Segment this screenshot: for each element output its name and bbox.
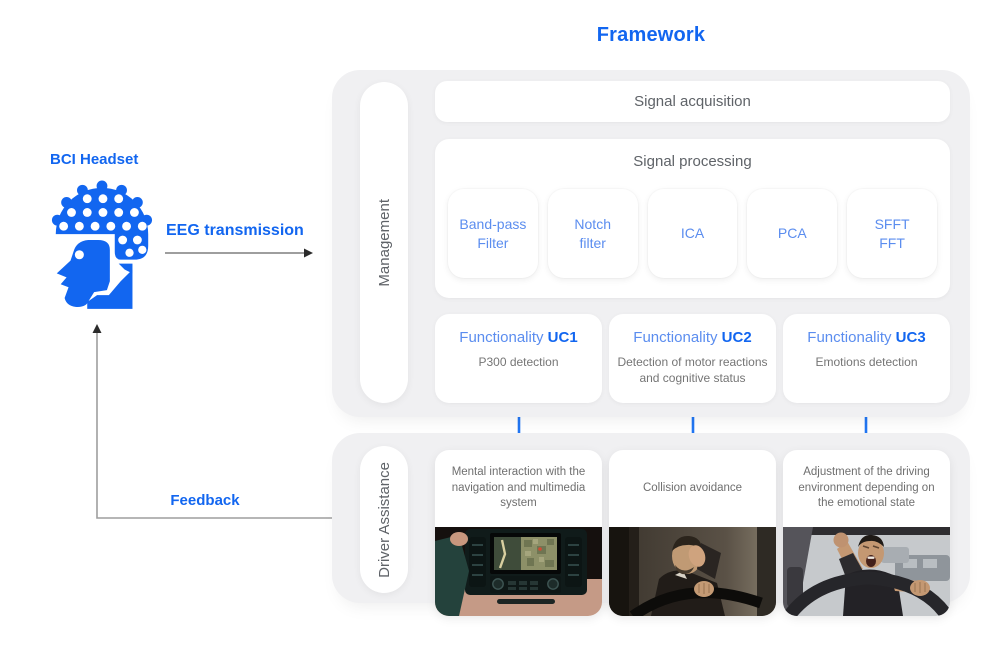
functionality-uc1-prefix: Functionality	[459, 329, 548, 346]
bci-headset-icon	[51, 180, 153, 309]
bci-headset-label: BCI Headset	[50, 151, 139, 168]
functionality-uc2-title: Functionality UC2	[609, 329, 776, 346]
eeg-transmission-arrow	[165, 248, 313, 258]
functionality-uc3-box: Functionality UC3 Emotions detection	[783, 314, 950, 403]
assistance-card-emotion-description: Adjustment of the driving environment de…	[798, 466, 935, 510]
driver-assistance-cards: Mental interaction with the navigation a…	[435, 450, 950, 616]
management-label: Management	[375, 198, 393, 287]
assistance-card-navigation-description: Mental interaction with the navigation a…	[451, 466, 586, 510]
pca-box: PCA	[747, 189, 838, 278]
functionality-uc2-code: UC2	[721, 329, 752, 346]
driver-assistance-pill: Driver Assistance	[360, 446, 408, 593]
functionality-uc1-title: Functionality UC1	[435, 329, 602, 346]
functionality-uc3-description: Emotions detection	[815, 355, 918, 369]
ica-box: ICA	[647, 189, 738, 278]
angry-driver-photo	[783, 527, 950, 616]
feedback-arrow	[92, 324, 332, 519]
functionality-uc2-description: Detection of motor reactions and cogniti…	[617, 355, 768, 385]
management-section: Management Signal acquisition Signal pro…	[332, 70, 970, 417]
car-dashboard-navigation-photo	[435, 527, 602, 616]
tired-driver-photo	[609, 527, 776, 616]
assistance-card-emotion: Adjustment of the driving environment de…	[783, 450, 950, 616]
signal-processing-box: Signal processing Band-pass Filter Notch…	[435, 139, 950, 298]
eeg-transmission-label: EEG transmission	[166, 222, 304, 239]
notch-filter-box: Notch filter	[547, 189, 638, 278]
management-pill: Management	[360, 82, 408, 403]
functionality-uc2-box: Functionality UC2 Detection of motor rea…	[609, 314, 776, 403]
functionality-uc3-prefix: Functionality	[807, 329, 896, 346]
assistance-card-navigation: Mental interaction with the navigation a…	[435, 450, 602, 616]
functionality-uc1-box: Functionality UC1 P300 detection	[435, 314, 602, 403]
band-pass-filter-box: Band-pass Filter	[448, 189, 538, 278]
functionality-uc2-prefix: Functionality	[633, 329, 722, 346]
functionality-uc1-description: P300 detection	[478, 355, 559, 369]
signal-acquisition-box: Signal acquisition	[435, 81, 950, 122]
driver-assistance-label: Driver Assistance	[375, 461, 393, 578]
signal-processing-title: Signal processing	[633, 153, 752, 170]
functionality-row: Functionality UC1 P300 detection Functio…	[435, 314, 950, 403]
sfft-fft-box: SFFT FFT	[847, 189, 937, 278]
feedback-label: Feedback	[170, 492, 240, 509]
assistance-card-collision-description: Collision avoidance	[642, 481, 743, 494]
functionality-uc1-code: UC1	[547, 329, 578, 346]
assistance-card-collision: Collision avoidance	[609, 450, 776, 616]
filters-row: Band-pass Filter Notch filter ICA PCA SF…	[435, 189, 950, 278]
functionality-uc3-code: UC3	[895, 329, 926, 346]
framework-title: Framework	[596, 24, 706, 46]
functionality-uc3-title: Functionality UC3	[783, 329, 950, 346]
management-content: Signal acquisition Signal processing Ban…	[435, 81, 950, 403]
